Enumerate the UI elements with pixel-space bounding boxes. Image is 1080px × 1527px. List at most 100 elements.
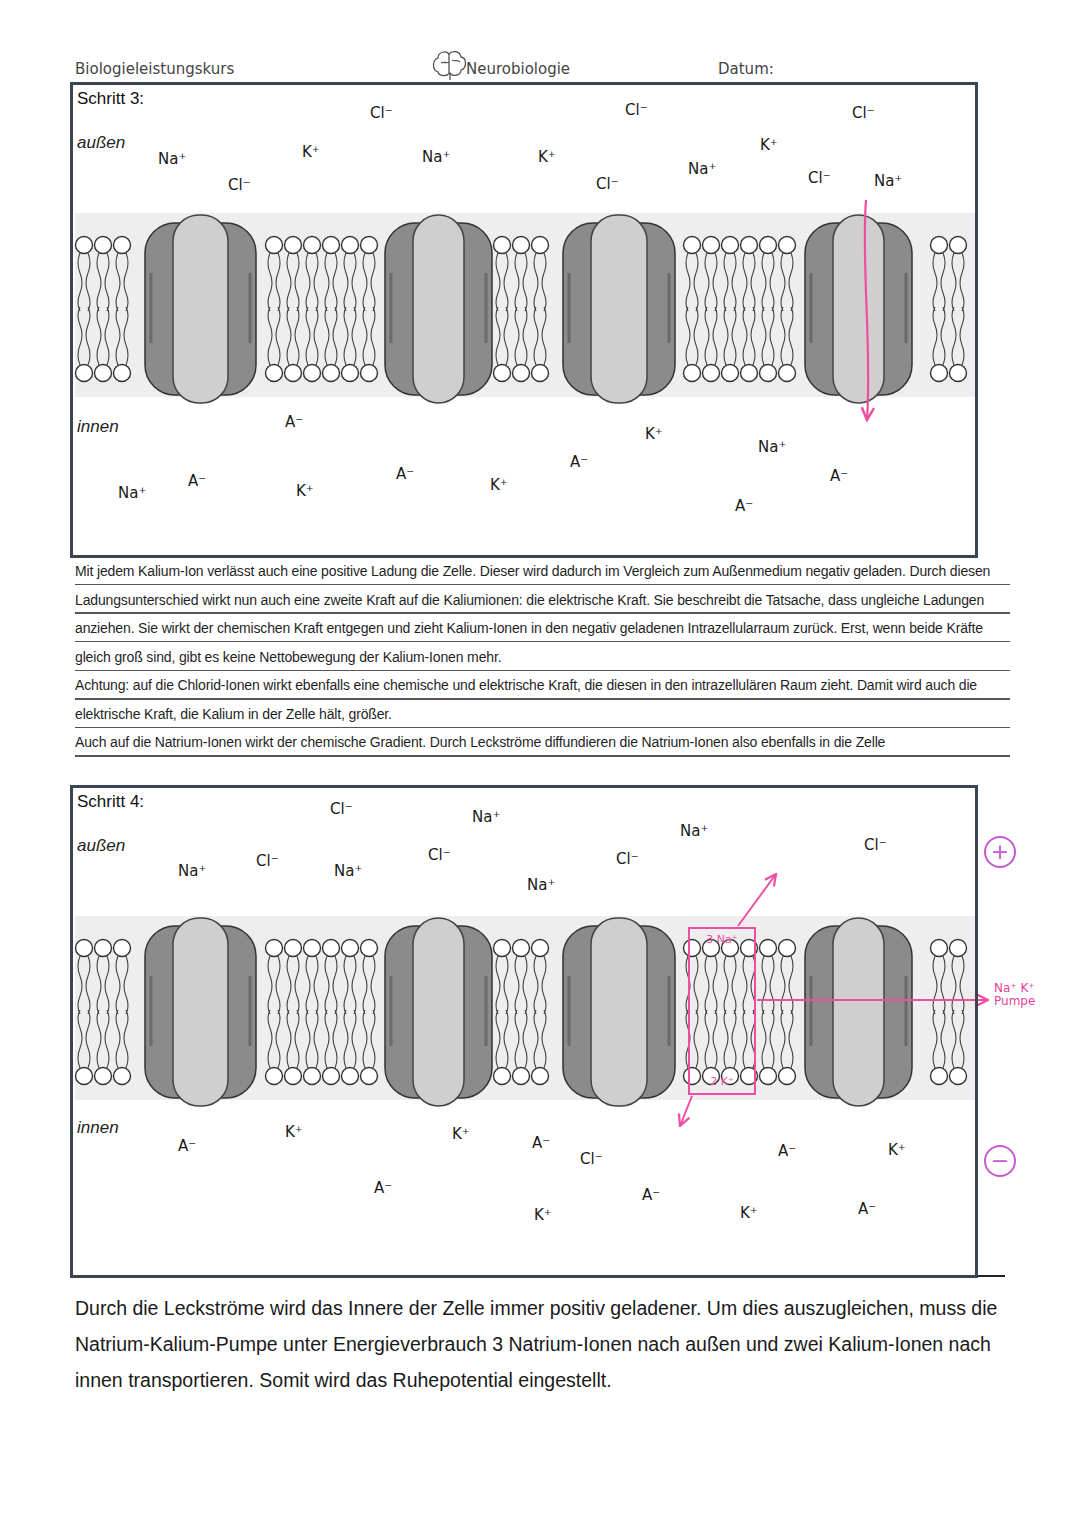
ion-symbol: A⁻ [178, 1137, 196, 1155]
lipid-head [114, 365, 131, 382]
ion-symbol: Cl⁻ [370, 104, 393, 122]
lipid-head [304, 237, 321, 254]
ion-symbol: Cl⁻ [616, 850, 639, 868]
lipid-head [950, 237, 967, 254]
lipid-head [342, 365, 359, 382]
header-text: Biologieleistungskurs [75, 60, 234, 78]
ion-symbol: A⁻ [735, 497, 753, 515]
lipid-tails [952, 253, 964, 365]
lipid-head [494, 237, 511, 254]
protein-shade [151, 976, 250, 1046]
lipid-head [703, 365, 720, 382]
lipid-tails [306, 253, 318, 365]
lipid-tails [781, 253, 793, 365]
lipid-tails [344, 253, 356, 365]
lipid-head [950, 365, 967, 382]
channel-pore [413, 918, 464, 1106]
ion-symbol: Cl⁻ [330, 800, 353, 818]
lipid-tails [933, 956, 945, 1068]
lipid-tails [705, 956, 717, 1068]
lipid-tails [287, 253, 299, 365]
ion-symbol: Cl⁻ [808, 169, 831, 187]
lipid-tails [724, 956, 736, 1068]
lipid-head [931, 1068, 948, 1085]
lipid-head [513, 1068, 530, 1085]
lipid-tails [743, 956, 755, 1068]
ion-symbol: Na⁺ [527, 876, 555, 894]
ion-symbol: Na⁺ [334, 862, 362, 880]
lipid-tails [363, 956, 375, 1068]
lipid-head [741, 365, 758, 382]
lipid-head [76, 940, 93, 957]
lipid-tails [116, 253, 128, 365]
lipid-head [722, 237, 739, 254]
protein-shade [151, 273, 250, 343]
protein-shade [569, 273, 669, 343]
lipid-head [494, 1068, 511, 1085]
side-label: innen [77, 1118, 119, 1138]
lipid-head [513, 237, 530, 254]
lipid-head [323, 365, 340, 382]
lipid-head [304, 365, 321, 382]
ion-symbol: A⁻ [285, 413, 303, 431]
ion-symbol: Na⁺ [874, 172, 902, 190]
pump-label: Na⁺ K⁺ Pumpe [994, 982, 1066, 1008]
pump-box: 3 Na⁺2 K⁺ [688, 927, 756, 1095]
lipid-head [76, 1068, 93, 1085]
lipid-head [114, 1068, 131, 1085]
lipid-tails [287, 956, 299, 1068]
lipid-head [361, 237, 378, 254]
ion-symbol: A⁻ [532, 1134, 550, 1152]
lipid-tails [116, 956, 128, 1068]
channel-pore [413, 215, 464, 403]
lipid-tails [534, 253, 546, 365]
explanation-text: Mit jedem Kalium-Ion verlässt auch eine … [75, 557, 1010, 671]
lipid-head [285, 365, 302, 382]
channel-pore [833, 918, 884, 1106]
lipid-tails [743, 253, 755, 365]
lipid-head [304, 1068, 321, 1085]
lipid-head [95, 940, 112, 957]
pump-out-arrow [738, 874, 776, 926]
lipid-head [532, 365, 549, 382]
lipid-head [285, 940, 302, 957]
lipid-head [304, 940, 321, 957]
pump-in-arrow [680, 1096, 692, 1126]
lipid-head [114, 237, 131, 254]
ion-symbol: Na⁺ [688, 160, 716, 178]
lipid-head [361, 365, 378, 382]
lipid-tails [97, 253, 109, 365]
lipid-tails [97, 956, 109, 1068]
lipid-head [779, 940, 796, 957]
ion-symbol: Na⁺ [472, 808, 500, 826]
ion-symbol: K⁺ [296, 482, 314, 500]
lipid-tails [496, 956, 508, 1068]
header-text: Neurobiologie [466, 60, 570, 78]
lipid-head [684, 940, 701, 957]
lipid-head [532, 1068, 549, 1085]
channel-pore [833, 215, 884, 403]
lipid-tails [268, 956, 280, 1068]
lipid-head [342, 237, 359, 254]
pump-leader [757, 999, 988, 1001]
ion-symbol: Cl⁻ [580, 1150, 603, 1168]
ion-symbol: Cl⁻ [428, 846, 451, 864]
lipid-head [760, 365, 777, 382]
protein-shade [811, 976, 906, 1046]
ion-symbol: K⁺ [452, 1125, 470, 1143]
lipid-head [760, 940, 777, 957]
explanation-block: Durch die Leckströme wird das Innere der… [75, 1290, 1015, 1398]
lipid-head [703, 237, 720, 254]
charge-sign: − [991, 1150, 1009, 1172]
lipid-head [931, 365, 948, 382]
lipid-tails [344, 956, 356, 1068]
lipid-head [342, 1068, 359, 1085]
channel-pore [591, 215, 647, 403]
lipid-head [76, 237, 93, 254]
ion-symbol: A⁻ [778, 1142, 796, 1160]
lipid-head [741, 237, 758, 254]
ion-symbol: A⁻ [858, 1200, 876, 1218]
ion-symbol: K⁺ [534, 1206, 552, 1224]
ion-symbol: Cl⁻ [256, 852, 279, 870]
channel-pore [173, 918, 228, 1106]
